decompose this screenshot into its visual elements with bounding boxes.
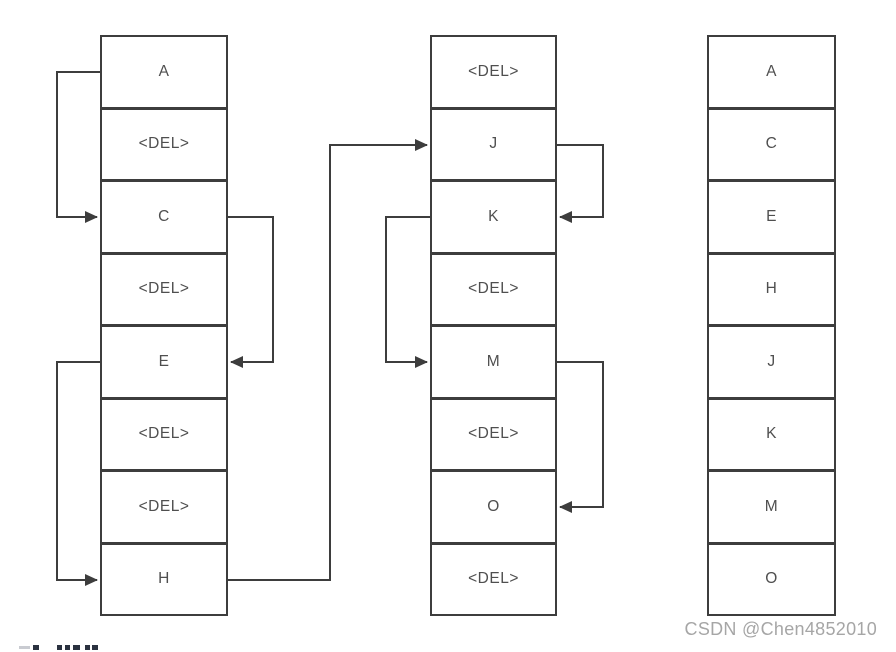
array-cell: K <box>430 180 557 254</box>
arrow-j-to-k <box>557 144 604 223</box>
array-cell: <DEL> <box>430 542 557 616</box>
arrow-e-to-h <box>56 361 100 586</box>
array-cell: H <box>707 252 836 326</box>
array-cell: M <box>707 470 836 544</box>
array-cell: C <box>707 107 836 181</box>
text-fragment-mark <box>33 645 39 650</box>
array-cell: J <box>430 107 557 181</box>
watermark-text: CSDN @Chen4852010 <box>684 619 877 639</box>
array-cell: A <box>707 35 836 109</box>
arrow-k-to-m <box>385 216 430 368</box>
array-cell: O <box>430 470 557 544</box>
text-fragment-mark <box>19 646 30 649</box>
array-cell: J <box>707 325 836 399</box>
array-column-result: A C E H J K M O <box>707 35 836 616</box>
text-fragment-mark <box>92 645 98 650</box>
array-cell: E <box>100 325 228 399</box>
array-cell: <DEL> <box>100 397 228 471</box>
array-cell: H <box>100 542 228 616</box>
array-cell: O <box>707 542 836 616</box>
text-fragment-mark <box>65 645 70 650</box>
text-fragment-mark <box>85 645 90 650</box>
arrow-m-to-o <box>557 361 604 513</box>
arrow-a-to-c <box>56 71 100 223</box>
array-cell: <DEL> <box>100 470 228 544</box>
arrow-c-to-e <box>228 216 274 368</box>
array-column-middle: <DEL> J K <DEL> M <DEL> O <DEL> <box>430 35 557 616</box>
text-fragment-mark <box>73 645 80 650</box>
array-cell: K <box>707 397 836 471</box>
array-cell: A <box>100 35 228 109</box>
array-cell: M <box>430 325 557 399</box>
clipped-text-fragment <box>18 644 100 652</box>
text-fragment-mark <box>57 645 62 650</box>
array-column-before: A <DEL> C <DEL> E <DEL> <DEL> H <box>100 35 228 616</box>
array-cell: <DEL> <box>430 252 557 326</box>
arrow-h-to-j <box>228 139 428 581</box>
array-cell: <DEL> <box>430 397 557 471</box>
array-cell: <DEL> <box>430 35 557 109</box>
array-cell: C <box>100 180 228 254</box>
array-cell: <DEL> <box>100 107 228 181</box>
array-cell: E <box>707 180 836 254</box>
array-cell: <DEL> <box>100 252 228 326</box>
